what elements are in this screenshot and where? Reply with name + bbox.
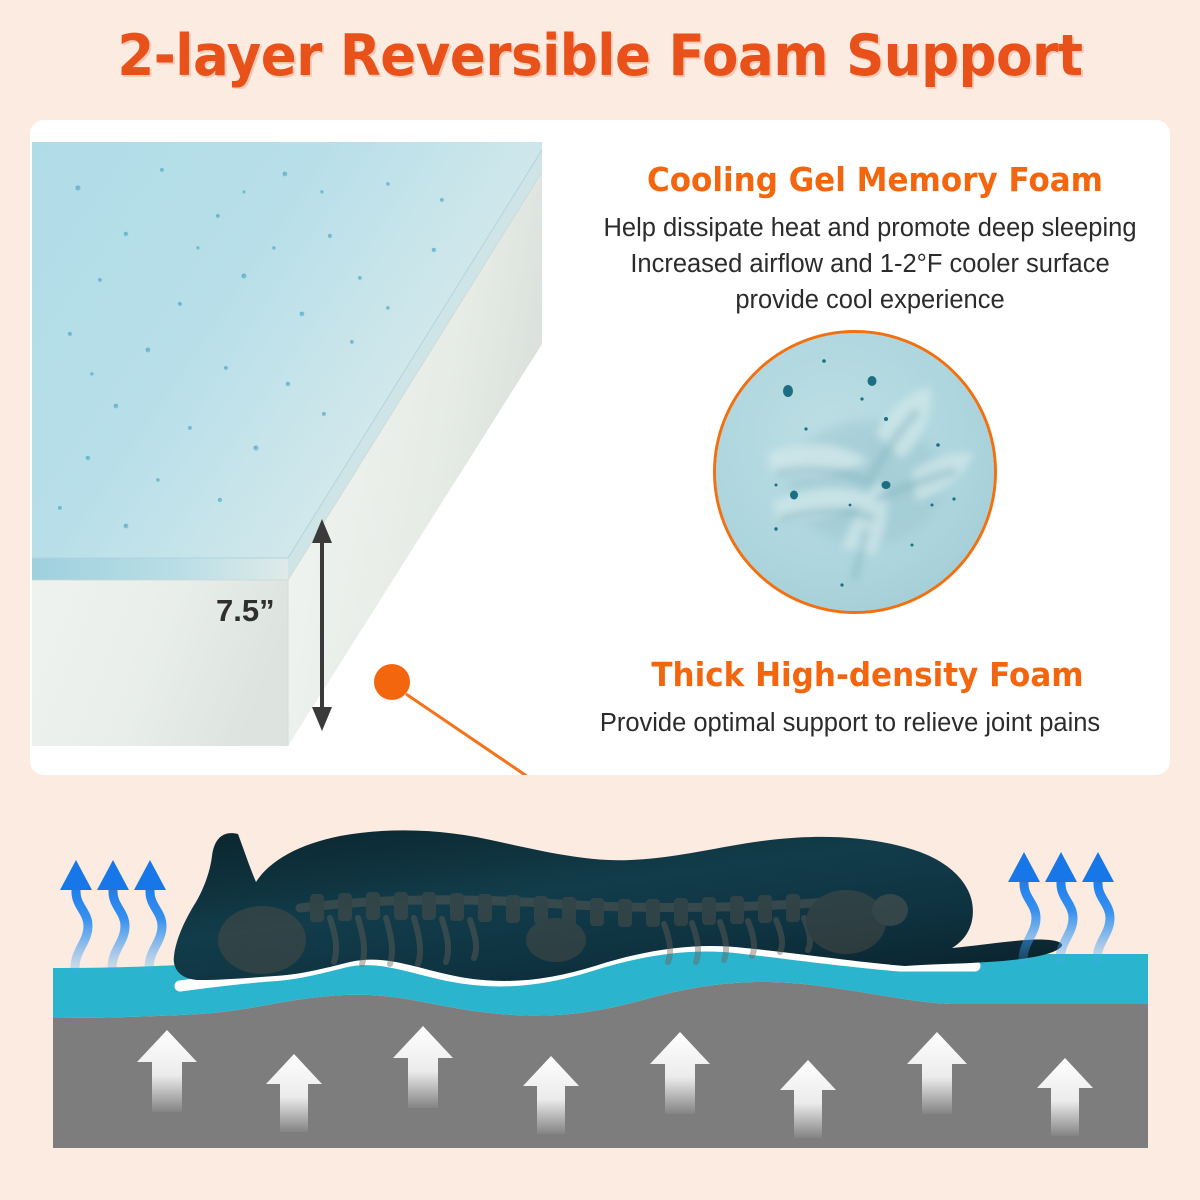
thickness-label: 7.5” — [216, 593, 275, 628]
callout-body-line: Increased airflow and 1-2°F cooler surfa… — [630, 250, 1110, 278]
up-arrow-icon — [650, 1032, 710, 1114]
callout-dot[interactable] — [374, 664, 410, 700]
dimension-arrow-icon — [312, 519, 332, 731]
callout-body-high-density: Provide optimal support to relieve joint… — [520, 705, 1170, 741]
gel-side-face — [288, 150, 542, 580]
up-arrow-icon — [266, 1054, 322, 1132]
wavy-up-arrow-icon — [60, 860, 93, 973]
skeleton-overlay — [218, 890, 908, 974]
callout-heading-high-density: Thick High-density Foam — [651, 655, 1084, 694]
wavy-up-arrow-icon — [134, 860, 167, 973]
up-arrow-icon — [1037, 1058, 1093, 1136]
page-title-bar: 2-layer Reversible Foam Support — [0, 20, 1200, 92]
wavy-up-arrow-icon — [1008, 852, 1041, 965]
gel-top-surface — [32, 142, 542, 558]
foam-block-illustration — [30, 128, 670, 748]
callout-body-line: Help dissipate heat and promote deep sle… — [603, 214, 1137, 242]
wavy-up-arrow-icon — [97, 860, 130, 973]
wavy-up-arrow-icon — [1082, 852, 1115, 965]
gel-front-face — [32, 558, 288, 580]
up-arrow-icon — [907, 1032, 967, 1114]
handprint-impression-photo — [716, 333, 994, 611]
callout-marker-group — [330, 640, 590, 775]
base-foam-side-face — [288, 172, 542, 746]
support-layer — [53, 982, 1148, 1148]
airflow-arrows-right — [1008, 852, 1115, 965]
callout-body-line: provide cool experience — [735, 286, 1005, 314]
dog-silhouette-with-skeleton — [173, 830, 1063, 981]
foam-block-svg — [32, 142, 543, 746]
wavy-up-arrow-icon — [1045, 852, 1078, 965]
gel-pores — [774, 359, 956, 587]
thickness-dimension: 7.5” — [216, 515, 360, 735]
up-arrow-icon — [780, 1060, 836, 1138]
up-arrow-icon — [137, 1030, 197, 1112]
support-arrows — [137, 1026, 1093, 1138]
callout-body-cooling-gel: Help dissipate heat and promote deep sle… — [540, 210, 1170, 318]
callout-heading-cooling-gel: Cooling Gel Memory Foam — [646, 160, 1104, 199]
layer-seam-top — [32, 149, 543, 559]
pressure-relief-diagram — [0, 790, 1200, 1200]
up-arrow-icon — [393, 1026, 453, 1108]
callout-leader-line — [405, 692, 528, 775]
callout-body-line: Provide optimal support to relieve joint… — [599, 709, 1101, 737]
base-foam-front-face — [32, 580, 288, 746]
page-title: 2-layer Reversible Foam Support — [117, 23, 1083, 89]
feature-card: 7.5” Cooling Gel Memory Foam Help dissip… — [30, 120, 1170, 775]
handprint-impression-inset — [713, 330, 997, 614]
callout-leader-svg[interactable] — [330, 640, 590, 775]
airflow-arrows-left — [60, 860, 167, 973]
gel-speckles — [58, 168, 444, 529]
up-arrow-icon — [523, 1056, 579, 1134]
pressure-relief-svg — [53, 830, 1148, 1148]
